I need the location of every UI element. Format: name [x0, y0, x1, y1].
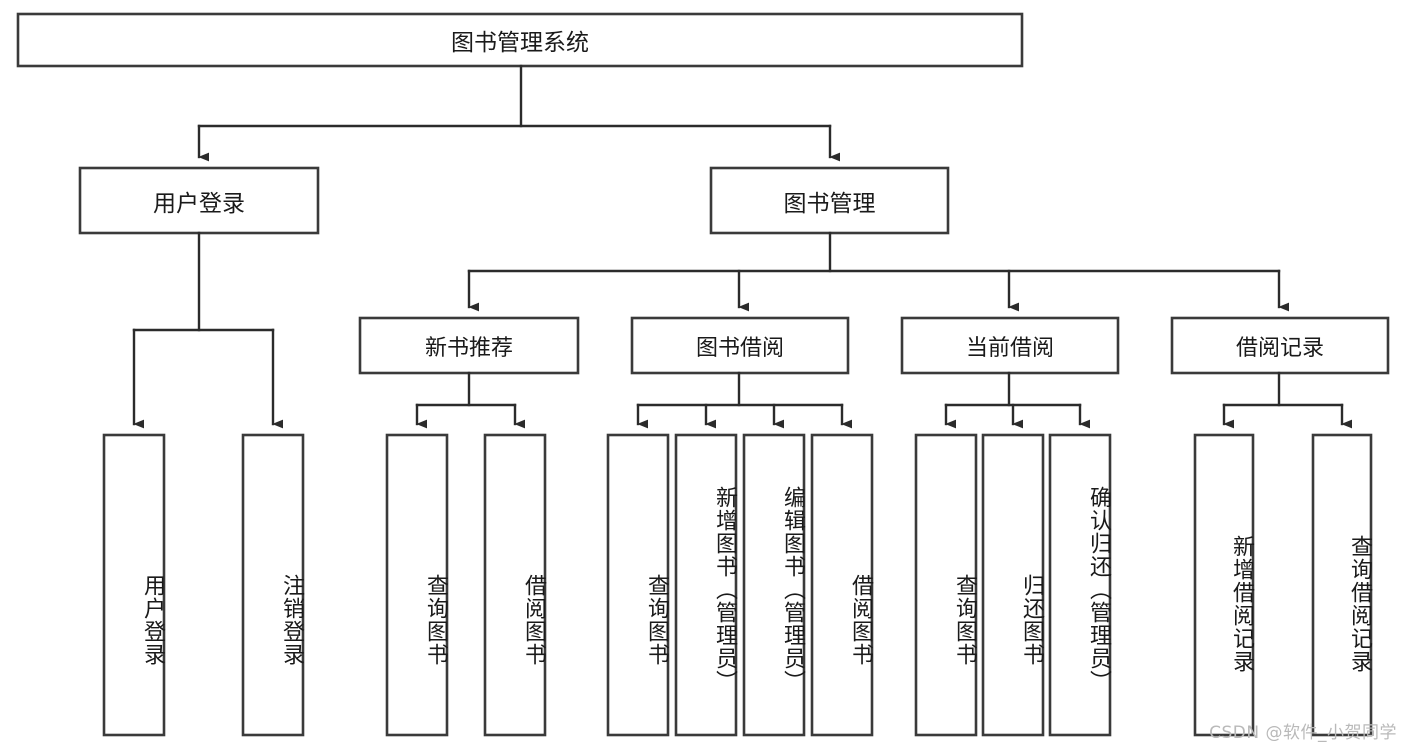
- csdn-watermark: CSDN @软件_小贺同学: [1209, 723, 1397, 743]
- node-leaf-query-book-1-box[interactable]: [385, 433, 449, 737]
- node-leaf-query-book-3-box[interactable]: [914, 433, 978, 737]
- node-current-borrow-box[interactable]: [900, 316, 1120, 375]
- connector-current-borrow-to-leaves: [944, 371, 1091, 429]
- node-book-borrow-box[interactable]: [630, 316, 850, 375]
- node-leaf-query-book-2-box[interactable]: [606, 433, 670, 737]
- node-leaf-confirm-return-box[interactable]: [1048, 433, 1112, 737]
- node-leaf-return-book-box[interactable]: [981, 433, 1045, 737]
- connector-user-login-to-leaves: [132, 231, 284, 429]
- node-leaf-user-login-box[interactable]: [102, 433, 166, 737]
- connector-root-to-level2: [197, 64, 841, 162]
- node-leaf-borrow-book-1-box[interactable]: [483, 433, 547, 737]
- node-leaf-logout-box[interactable]: [241, 433, 305, 737]
- node-leaf-add-book-box[interactable]: [674, 433, 738, 737]
- connector-borrow-record-to-leaves: [1222, 371, 1353, 429]
- node-leaf-edit-book-box[interactable]: [742, 433, 806, 737]
- node-leaf-query-record-box[interactable]: [1311, 433, 1373, 737]
- node-book-manage-box[interactable]: [709, 166, 950, 235]
- node-new-book-recommend-box[interactable]: [358, 316, 580, 375]
- node-leaf-borrow-book-2-box[interactable]: [810, 433, 874, 737]
- connector-new-book-recommend-to-leaves: [415, 371, 526, 429]
- connector-book-borrow-to-leaves: [636, 371, 853, 429]
- connector-book-manage-to-level3: [467, 231, 1290, 312]
- node-user-login-box[interactable]: [78, 166, 320, 235]
- node-borrow-record-box[interactable]: [1170, 316, 1390, 375]
- node-root-box[interactable]: [16, 12, 1024, 68]
- node-leaf-add-record-box[interactable]: [1193, 433, 1255, 737]
